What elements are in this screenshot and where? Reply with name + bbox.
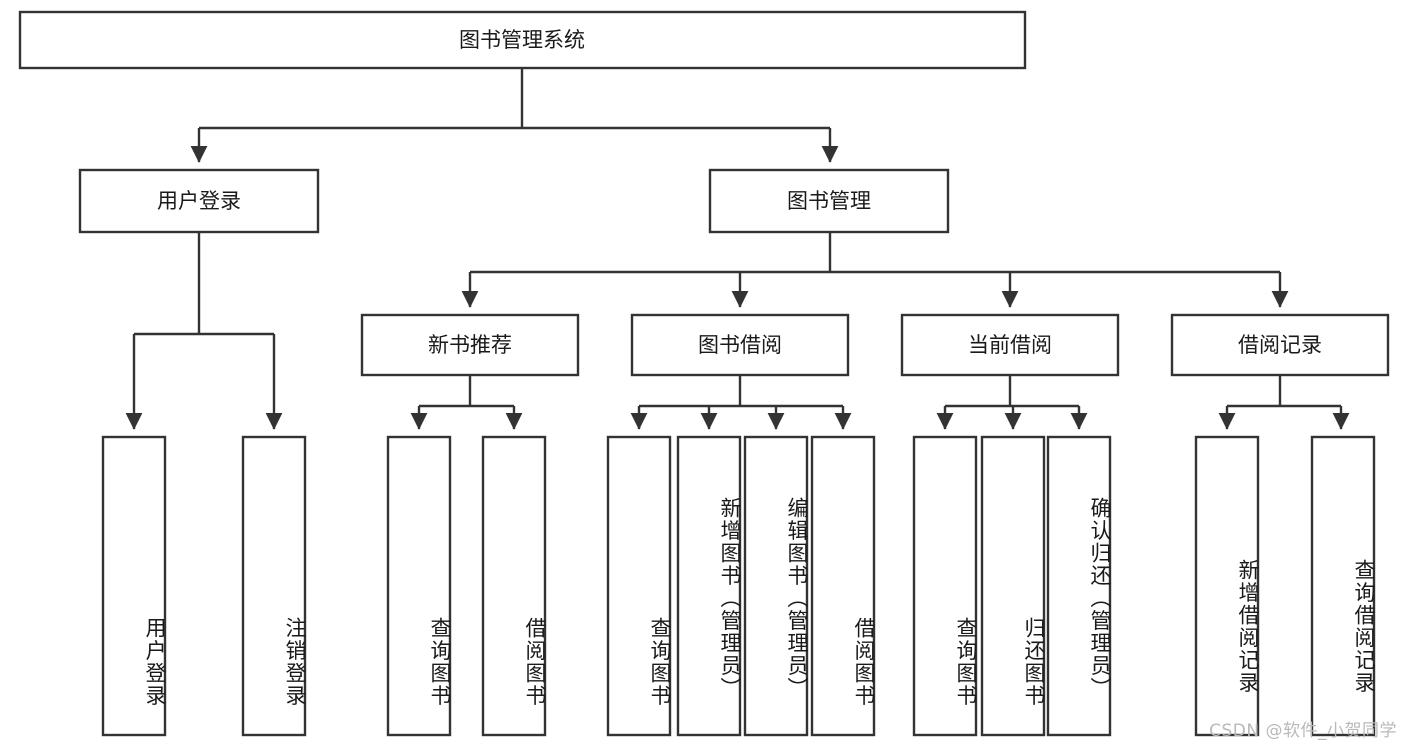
leaf-add-borrow-record-box[interactable] — [1194, 435, 1260, 737]
leaf-confirm-return-admin-box[interactable] — [1046, 435, 1112, 737]
node-current-borrow-label: 当前借阅 — [968, 333, 1052, 357]
connectors-bookborrow-to-leaves — [630, 375, 852, 430]
leaf-boxes — [101, 435, 1376, 737]
node-user-login[interactable]: 用户登录 — [78, 168, 320, 234]
node-book-management-label: 图书管理 — [787, 189, 871, 213]
csdn-watermark: CSDN @软件_小贺同学 — [1209, 721, 1397, 741]
node-new-book-recommend[interactable]: 新书推荐 — [360, 313, 580, 377]
node-current-borrow-box[interactable] — [900, 313, 1120, 377]
node-root-box[interactable] — [18, 10, 1027, 70]
node-book-borrow[interactable]: 图书借阅 — [630, 313, 850, 377]
node-new-book-recommend-label: 新书推荐 — [428, 333, 512, 357]
node-borrow-record-box[interactable] — [1170, 313, 1390, 377]
leaf-query-borrow-record-box[interactable] — [1310, 435, 1376, 737]
connectors-userlogin-to-leaves — [125, 232, 283, 430]
node-current-borrow[interactable]: 当前借阅 — [900, 313, 1120, 377]
node-book-management[interactable]: 图书管理 — [708, 168, 950, 234]
node-borrow-record-label: 借阅记录 — [1238, 333, 1322, 357]
node-user-login-label: 用户登录 — [157, 189, 241, 213]
node-borrow-record[interactable]: 借阅记录 — [1170, 313, 1390, 377]
connectors-currentborrow-to-leaves — [936, 375, 1088, 430]
leaf-edit-book-admin-box[interactable] — [743, 435, 809, 737]
node-book-borrow-box[interactable] — [630, 313, 850, 377]
leaf-query-book-recommend-box[interactable] — [386, 435, 452, 737]
node-new-book-recommend-box[interactable] — [360, 313, 580, 377]
leaf-query-book-current-box[interactable] — [912, 435, 978, 737]
leaf-borrow-book-recommend-box[interactable] — [481, 435, 547, 737]
connectors-root-to-level2 — [190, 68, 839, 163]
node-user-login-box[interactable] — [78, 168, 320, 234]
node-book-management-box[interactable] — [708, 168, 950, 234]
leaf-logout-box[interactable] — [241, 435, 307, 737]
leaf-borrow-book-box[interactable] — [810, 435, 876, 737]
node-root[interactable]: 图书管理系统 — [18, 10, 1027, 70]
connectors-bookmgmt-to-level3 — [461, 232, 1289, 308]
connectors-borrowrecord-to-leaves — [1218, 375, 1350, 430]
leaf-user-login-box[interactable] — [101, 435, 167, 737]
node-book-borrow-label: 图书借阅 — [698, 333, 782, 357]
node-root-label: 图书管理系统 — [459, 28, 585, 52]
connectors-newbook-to-leaves — [410, 375, 523, 430]
leaf-return-book-box[interactable] — [980, 435, 1046, 737]
leaf-query-book-borrow-box[interactable] — [606, 435, 672, 737]
leaf-add-book-admin-box[interactable] — [676, 435, 742, 737]
